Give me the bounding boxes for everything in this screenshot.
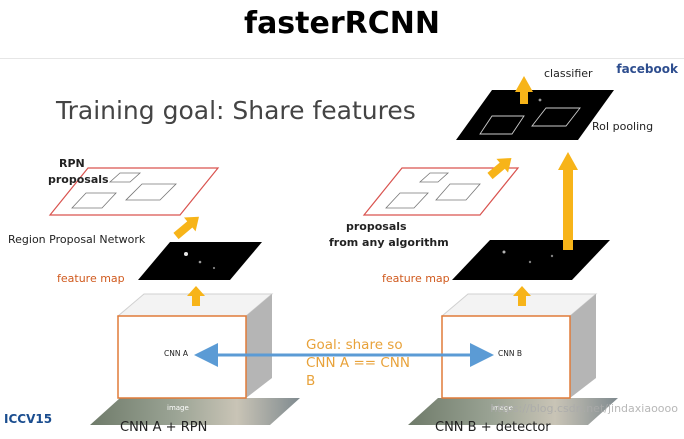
goal-line2: CNN A == CNN B xyxy=(306,355,410,389)
watermark: https://blog.csdn.net/jindaxiaoooo xyxy=(490,402,678,415)
right-up-arrow xyxy=(513,286,531,306)
left-proposal-plane xyxy=(48,167,220,216)
right-image-plane xyxy=(408,398,618,425)
right-roi-map xyxy=(456,90,614,140)
left-feature-map-label: feature map xyxy=(57,272,125,285)
facebook-logo: facebook xyxy=(616,62,678,76)
left-diag-arrow xyxy=(173,216,199,240)
left-caption: CNN A + RPN xyxy=(120,420,208,435)
cnn-a-label: CNN A xyxy=(164,349,188,358)
right-cnn-box xyxy=(440,293,598,399)
goal-text: Goal: share so CNN A == CNN B xyxy=(306,336,416,390)
right-feature-map xyxy=(452,240,610,280)
right-image-label: image xyxy=(491,404,513,412)
left-image-label: image xyxy=(167,404,189,412)
slide-title: Training goal: Share features xyxy=(56,96,416,125)
right-feature-map-label: feature map xyxy=(382,272,450,285)
right-caption: CNN B + detector xyxy=(435,420,551,435)
roi-pooling-label: RoI pooling xyxy=(592,120,654,133)
proposals-label-line2: from any algorithm xyxy=(329,236,449,249)
right-classifier-arrow xyxy=(515,76,533,104)
left-feature-map xyxy=(138,242,262,280)
rpn-label-line1: RPN xyxy=(59,157,85,170)
left-cnn-box xyxy=(116,293,274,399)
proposals-label-line1: proposals xyxy=(346,220,407,233)
right-proposal-plane xyxy=(362,167,520,216)
cnn-b-label: CNN B xyxy=(498,349,522,358)
right-tall-arrow xyxy=(558,152,578,250)
classifier-label: classifier xyxy=(544,67,593,80)
right-diag-arrow xyxy=(487,158,512,180)
header-title: fasterRCNN xyxy=(244,6,440,41)
iccv-logo: ICCV15 xyxy=(4,412,53,426)
rpn-label-line2: proposals xyxy=(48,173,109,186)
rpn-network-label: Region Proposal Network xyxy=(8,233,146,246)
left-image-plane xyxy=(90,398,300,425)
left-up-arrow xyxy=(187,286,205,306)
goal-line1: Goal: share so xyxy=(306,337,403,353)
